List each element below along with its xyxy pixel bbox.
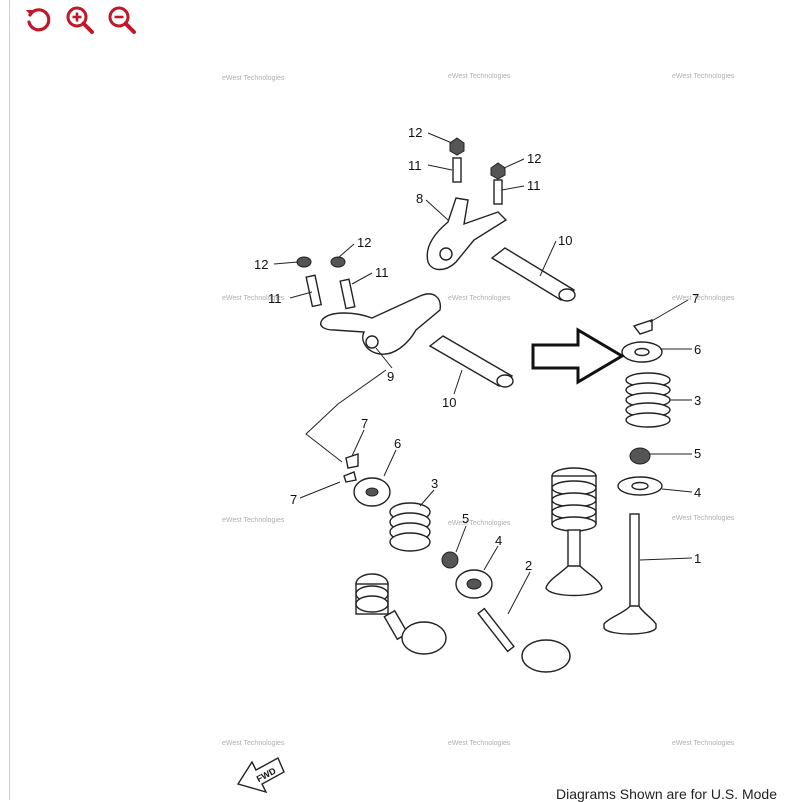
watermark: eWest Technologies [222, 740, 285, 747]
callout-number: 11 [408, 158, 422, 173]
valve-cotter-part [345, 453, 359, 469]
valve-head-part [603, 605, 657, 635]
valve-head-part [401, 621, 447, 655]
watermark: eWest Technologies [448, 295, 511, 302]
left-loose-parts [343, 453, 493, 599]
callout-number: 4 [694, 485, 701, 500]
stem-seal-part [441, 551, 459, 569]
rocker-arm-part [320, 293, 441, 355]
callout-number: 8 [416, 191, 423, 206]
callout-number: 10 [558, 233, 572, 248]
watermark-group: eWest Technologies eWest Technologies eW… [222, 73, 735, 747]
callout-number: 7 [692, 291, 699, 306]
leader-lines [273, 132, 693, 615]
adjuster-screw-part [452, 157, 462, 183]
upper-rocker-assembly [426, 137, 576, 302]
nut-part [296, 256, 312, 268]
watermark: eWest Technologies [672, 73, 735, 80]
callout-number: 12 [254, 257, 268, 272]
retainer-hole [634, 347, 650, 357]
rocker-shaft-end [496, 374, 514, 388]
callout-number: 11 [268, 291, 282, 306]
callout-number: 6 [394, 436, 401, 451]
watermark: eWest Technologies [222, 295, 285, 302]
rotate-left-icon [26, 8, 51, 32]
highlight-arrow-icon [531, 327, 625, 385]
rocker-shaft-part [428, 335, 514, 387]
callout-number: 1 [694, 551, 701, 566]
watermark: eWest Technologies [448, 740, 511, 747]
valve-spring-part [389, 502, 431, 552]
callout-number: 3 [694, 393, 701, 408]
diagram-disclaimer: Diagrams Shown are for U.S. Mode [556, 786, 777, 802]
callout-number: 11 [527, 178, 541, 193]
callout-number: 4 [495, 533, 502, 548]
callout-number: 7 [361, 416, 368, 431]
right-valve-stack [603, 319, 671, 635]
rocker-shaft-end [558, 288, 576, 302]
stem-seal-part [629, 447, 651, 465]
callout-number: 5 [694, 446, 701, 461]
lower-rocker-assembly [296, 256, 514, 388]
rocker-pivot [439, 247, 453, 261]
rocker-shaft-part [490, 247, 576, 301]
valve-stem-part [567, 529, 581, 571]
rocker-pivot [365, 335, 379, 349]
watermark: eWest Technologies [672, 295, 735, 302]
nut-part [490, 162, 506, 180]
adjuster-screw-part [305, 274, 323, 308]
watermark: eWest Technologies [448, 73, 511, 80]
callout-number: 2 [525, 558, 532, 573]
adjuster-screw-part [339, 278, 356, 310]
center-valve-stack [545, 467, 603, 597]
watermark: eWest Technologies [222, 517, 285, 524]
diagram-toolbar [20, 2, 140, 38]
exploded-view-drawing: eWest Technologies eWest Technologies eW… [222, 73, 735, 794]
valve-stem-part [629, 513, 640, 611]
callout-number: 12 [357, 235, 371, 250]
watermark: eWest Technologies [672, 515, 735, 522]
page-left-border [9, 0, 10, 800]
callout-number: 3 [431, 476, 438, 491]
adjuster-screw-part [493, 179, 503, 205]
forward-direction-marker: FWD [236, 757, 285, 794]
zoom-out-icon [108, 6, 136, 34]
seat-hole [631, 481, 649, 491]
watermark: eWest Technologies [672, 740, 735, 747]
valve-head-part [545, 565, 603, 597]
valve-spring-part [625, 372, 671, 428]
callout-number: 12 [527, 151, 541, 166]
watermark: eWest Technologies [448, 520, 511, 527]
callout-number: 9 [387, 369, 394, 384]
valve-head-part [521, 639, 571, 673]
reset-button[interactable] [20, 2, 56, 38]
zoom-out-button[interactable] [104, 2, 140, 38]
callout-number: 6 [694, 342, 701, 357]
callout-number: 10 [442, 395, 456, 410]
callout-labels: 12 11 12 11 8 10 12 12 11 11 9 10 7 6 3 … [254, 125, 701, 573]
callout-number: 5 [462, 511, 469, 526]
nut-part [330, 256, 346, 268]
zoom-in-button[interactable] [62, 2, 98, 38]
callout-number: 12 [408, 125, 422, 140]
valve-cotter-part [343, 471, 357, 483]
callout-number: 11 [375, 265, 389, 280]
valve-cotter-part [632, 319, 653, 335]
watermark: eWest Technologies [222, 75, 285, 82]
zoom-in-icon [66, 6, 94, 34]
parts-diagram[interactable]: eWest Technologies eWest Technologies eW… [0, 40, 800, 800]
valve-stem-part [477, 607, 515, 653]
nut-part [449, 137, 465, 156]
lower-left-valve-stack [355, 573, 571, 673]
callout-number: 7 [290, 492, 297, 507]
